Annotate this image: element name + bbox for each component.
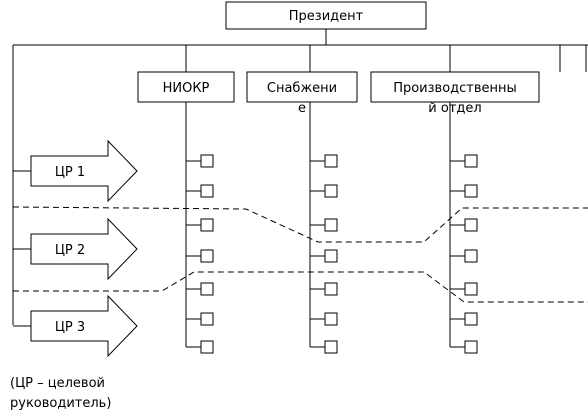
employee-columns (185, 102, 478, 354)
employee-box (464, 340, 478, 354)
employee-box (464, 249, 478, 263)
employee-box (200, 184, 214, 198)
dashed-boundary-2 (13, 271, 588, 303)
employee-box (324, 340, 338, 354)
target-manager-label: ЦР 2 (55, 243, 85, 258)
president-label: Президент (289, 9, 364, 24)
president-box (225, 1, 427, 30)
employee-box (200, 249, 214, 263)
employee-box (324, 218, 338, 232)
legend-note: (ЦР – целевой руководитель) (10, 374, 140, 414)
employee-box (464, 154, 478, 168)
employee-box (324, 249, 338, 263)
employee-box (464, 218, 478, 232)
dept-box-supply (246, 71, 358, 103)
dept-label-production-wrap: й отдел (428, 101, 481, 116)
employee-box (324, 282, 338, 296)
employee-box (200, 218, 214, 232)
employee-box (200, 154, 214, 168)
target-manager-arrow (30, 217, 138, 281)
employee-box (324, 154, 338, 168)
target-manager-arrow (30, 139, 138, 203)
target-manager-arrow (30, 294, 138, 358)
employee-box (464, 282, 478, 296)
dept-label-production: Производственны (393, 81, 517, 96)
target-manager-label: ЦР 1 (55, 165, 85, 180)
employee-box (200, 312, 214, 326)
dept-label-niokr: НИОКР (163, 81, 210, 96)
dept-label-supply-wrap: е (298, 101, 306, 116)
employee-box (324, 312, 338, 326)
legend-note-line1: (ЦР – целевой (10, 376, 105, 391)
target-manager-arrows: ЦР 1 ЦР 2 ЦР 3 (13, 139, 138, 358)
employee-box (464, 312, 478, 326)
employee-box (324, 184, 338, 198)
legend-note-line2: руководитель) (10, 396, 112, 411)
dept-label-supply: Снабжени (267, 81, 337, 96)
dashed-boundary-1 (12, 206, 588, 243)
employee-box (464, 184, 478, 198)
employee-box (200, 340, 214, 354)
target-manager-label: ЦР 3 (55, 320, 85, 335)
employee-box (200, 282, 214, 296)
dept-box-production (370, 71, 540, 103)
